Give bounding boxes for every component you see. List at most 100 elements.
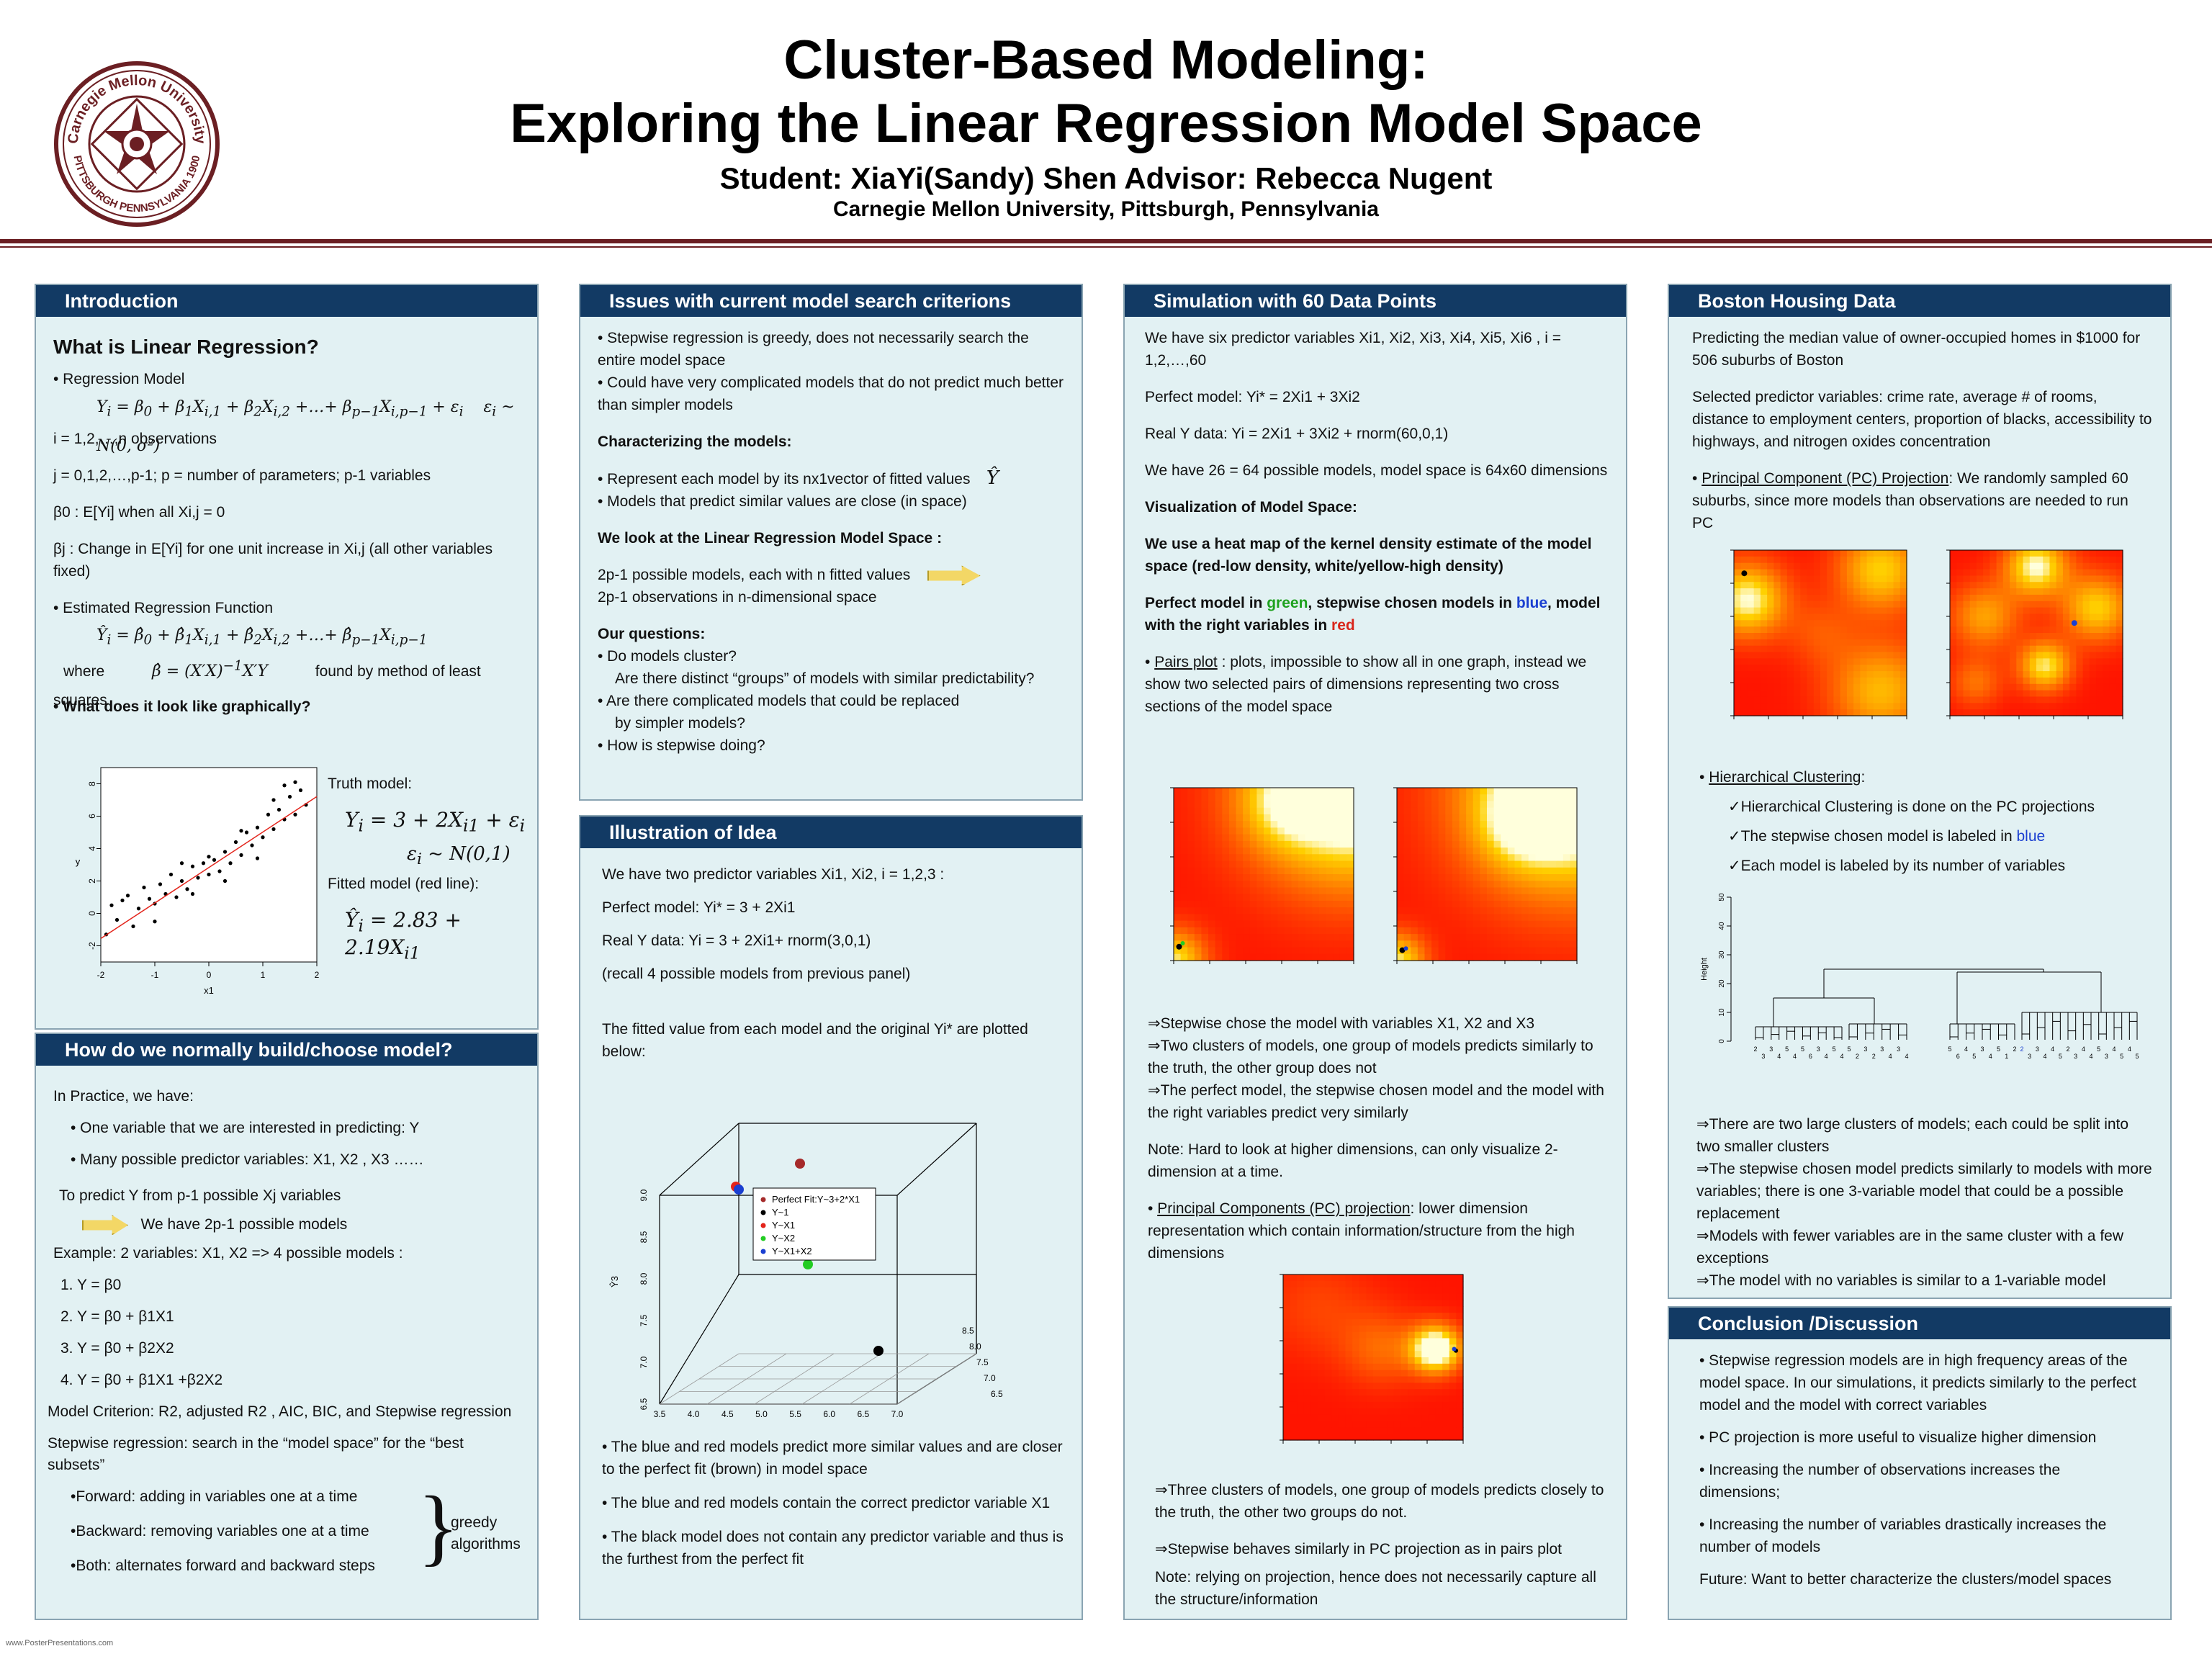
heatmap-cell [1827, 588, 1835, 595]
heatmap-cell [1338, 1363, 1346, 1371]
heatmap-cell [1976, 633, 1984, 640]
heatmap-cell [1840, 575, 1848, 583]
heatmap-cell [1403, 854, 1411, 862]
heatmap-cell [2049, 633, 2057, 640]
heatmap-cell [2096, 626, 2103, 634]
heatmap-cell [1570, 914, 1578, 922]
heatmap-cell [1873, 633, 1881, 640]
y-tick-label: 50 [1718, 893, 1726, 902]
heatmap-cell [1956, 639, 1964, 647]
heatmap-cell [1542, 807, 1550, 815]
heatmap-cell [1256, 801, 1264, 809]
column-4: Boston Housing Data Predicting the media… [1668, 284, 2172, 1623]
heatmap-cell [1880, 575, 1887, 583]
sim-heatmap-desc: We use a heat map of the kernel density … [1145, 536, 1592, 575]
heatmap-cell [1549, 900, 1557, 908]
heatmap-cell [2049, 594, 2057, 602]
heatmap-cell [1813, 607, 1821, 615]
heatmap-cell [1740, 690, 1748, 698]
heatmap-cell [1180, 840, 1188, 848]
heatmap-cell [1996, 665, 2004, 672]
heatmap-cell [1438, 867, 1446, 875]
heatmap-cell [1983, 550, 1990, 557]
heatmap-cell [1387, 1318, 1395, 1326]
heatmap-cell [1297, 1363, 1305, 1371]
heatmap-cell [2029, 626, 2037, 634]
heatmap-cell [1887, 696, 1894, 703]
greedy-label: greedy algorithms [451, 1514, 521, 1552]
heatmap-cell [1284, 907, 1292, 914]
heatmap-cell [1373, 1331, 1381, 1339]
heatmap-cell [1950, 665, 1957, 672]
heatmap-cell [2023, 626, 2031, 634]
heatmap-cell [1459, 814, 1467, 822]
heatmap-cell [1983, 607, 1990, 615]
heatmap-cell [1215, 914, 1223, 922]
heatmap-cell [2076, 626, 2084, 634]
data-point [255, 825, 260, 830]
heatmap-cell [2076, 671, 2084, 678]
heatmap-cell [1950, 677, 1957, 685]
heatmap-cell [1249, 821, 1257, 828]
heatmap-cell [1767, 562, 1774, 570]
heatmap-cell [1535, 827, 1543, 835]
heatmap-cell [1401, 1376, 1408, 1383]
heatmap-cell [1820, 645, 1827, 653]
heatmap-cell [1950, 633, 1957, 640]
data-point [153, 920, 157, 924]
x-tick-label: 5.5 [789, 1409, 801, 1419]
heatmap-cell [1760, 613, 1768, 621]
heatmap-cell [2076, 703, 2084, 710]
heatmap-cell [1283, 1274, 1291, 1282]
heatmap-cell [2036, 601, 2044, 608]
heatmap-cell [1352, 1325, 1360, 1333]
heatmap-cell [2010, 683, 2017, 691]
heatmap-cell [1542, 914, 1550, 922]
heatmap-cell [1346, 907, 1354, 914]
heatmap-cell [1990, 690, 1997, 698]
heatmap-cell [1345, 1274, 1353, 1282]
heatmap-cell [2036, 594, 2044, 602]
heatmap-cell [1493, 874, 1501, 881]
legend-label: Y~1 [772, 1207, 789, 1218]
heatmap-cell [1373, 1421, 1381, 1428]
heatmap-cell [1549, 794, 1557, 802]
heatmap-cell [1866, 639, 1874, 647]
heatmap-cell [1345, 1293, 1353, 1300]
heatmap-cell [1794, 709, 1801, 716]
heatmap-cell [1800, 607, 1808, 615]
heatmap-cell [2069, 626, 2077, 634]
heatmap-cell [2043, 550, 2051, 557]
heatmap-cell [1753, 601, 1761, 608]
heatmap-cell [1346, 920, 1354, 928]
heatmap-cell [1963, 550, 1971, 557]
heatmap-cell [2029, 601, 2037, 608]
heatmap-cell [1445, 914, 1453, 922]
heatmap-cell [1893, 594, 1901, 602]
heatmap-cell [1767, 607, 1774, 615]
heatmap-cell [1887, 709, 1894, 716]
heatmap-cell [1180, 821, 1188, 828]
heatmap-cell [1187, 807, 1195, 815]
heatmap-cell [1950, 626, 1957, 634]
x-tick-label: 6.0 [823, 1409, 835, 1419]
heatmap-cell [1187, 827, 1195, 835]
heatmap-cell [1290, 1313, 1298, 1320]
heatmap-cell [1417, 894, 1426, 902]
heatmap-cell [1813, 658, 1821, 665]
heatmap-cell [1449, 1313, 1457, 1320]
data-point [222, 878, 228, 884]
heatmap-cell [1740, 594, 1748, 602]
heatmap-cell [1290, 1389, 1298, 1396]
heatmap-cell [1345, 1401, 1353, 1409]
heatmap-cell [1331, 1313, 1339, 1320]
heatmap-cell [2036, 645, 2044, 653]
heatmap-cell [1438, 807, 1446, 815]
heatmap-cell [1780, 556, 1788, 564]
heatmap-cell [1786, 575, 1794, 583]
heatmap-frame [1949, 549, 2123, 716]
heatmap-cell [1445, 927, 1453, 935]
heatmap-cell [1773, 658, 1781, 665]
heatmap-cell [2043, 703, 2051, 710]
heatmap-cell [1893, 569, 1901, 576]
